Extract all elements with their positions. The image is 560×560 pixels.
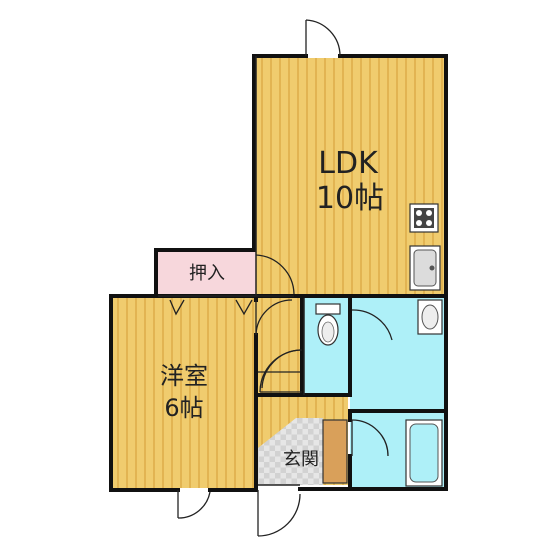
- thin-walls: [158, 56, 305, 486]
- ldk-exterior-door[interactable]: [305, 19, 341, 57]
- closet-floor: [158, 250, 256, 296]
- front-door[interactable]: [257, 490, 301, 537]
- bathroom-door[interactable]: [351, 419, 389, 457]
- western-room-size-label: 6帖: [164, 394, 203, 422]
- western-room-door[interactable]: [255, 299, 293, 336]
- toilet-icon: [315, 303, 341, 346]
- bathtub-icon: [405, 419, 443, 487]
- entrance-door-inner[interactable]: [258, 349, 301, 389]
- western-room-exterior-door[interactable]: [177, 490, 211, 519]
- washroom-door[interactable]: [351, 309, 393, 341]
- western-room-floor: [113, 298, 258, 488]
- entrance-tile-floor: [258, 418, 323, 485]
- closet-door[interactable]: [255, 254, 295, 297]
- hallway-floor-upper: [258, 298, 304, 395]
- kitchen-sink-icon: [409, 245, 441, 291]
- western-room-name-label: 洋室: [160, 362, 208, 390]
- entrance-label: 玄関: [283, 449, 319, 470]
- stove-icon: [409, 203, 439, 233]
- western-room-closet-doors[interactable]: [169, 299, 253, 316]
- ldk-name-label: LDK: [318, 146, 379, 181]
- ldk-size-label: 10帖: [316, 181, 384, 216]
- closet-label: 押入: [189, 263, 225, 284]
- shoe-cabinet: [322, 419, 348, 484]
- washbasin-icon: [417, 299, 443, 335]
